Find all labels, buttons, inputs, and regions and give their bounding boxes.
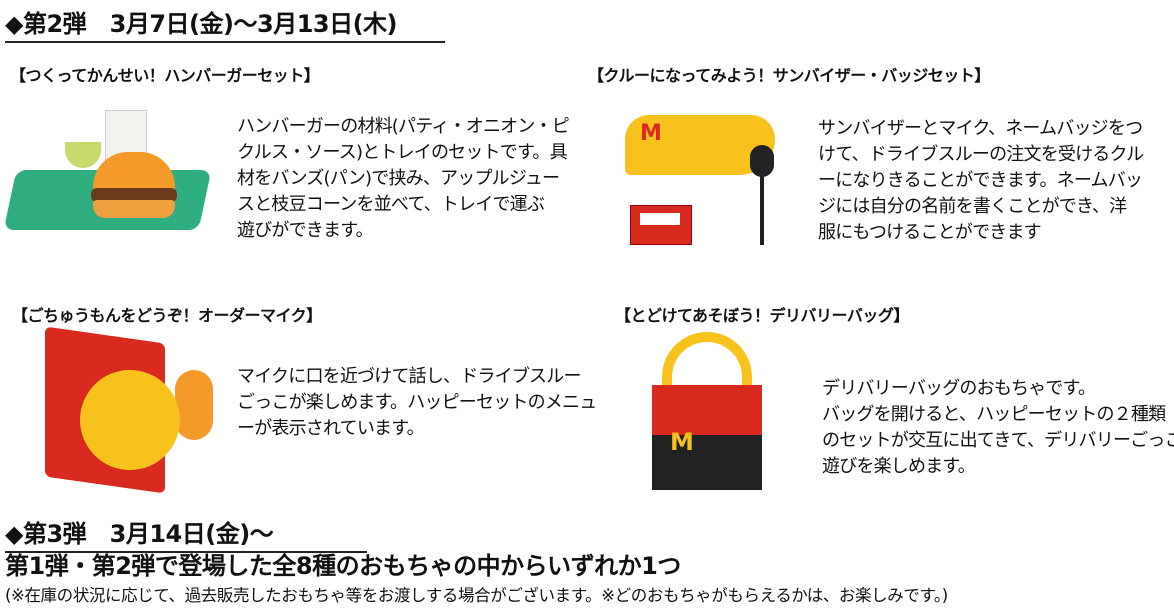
order-mic-image bbox=[40, 326, 215, 494]
item-title-hamburger-set: 【つくってかんせい！ハンバーガーセット】 bbox=[10, 66, 320, 85]
section2-heading: ◆第2弾 3月7日(金)～3月13日(木) bbox=[5, 4, 445, 43]
item-desc-sun-visor-set: サンバイザーとマイク、ネームバッジをつけて、ドライブスルーの注文を受けるクルーに… bbox=[818, 118, 1144, 243]
sun-visor-badge-image: M bbox=[610, 105, 800, 255]
item-title-sun-visor-set: 【クルーになってみよう！サンバイザー・バッジセット】 bbox=[588, 66, 990, 85]
item-desc-hamburger-set: ハンバーガーの材料(パティ・オニオン・ピクルス・ソース)とトレイのセットです。具… bbox=[237, 116, 570, 241]
section3-note: (※在庫の状況に応じて、過去販売したおもちゃ等をお渡しする場合がございます。※ど… bbox=[5, 586, 948, 605]
item-desc-order-mic: マイクに口を近づけて話し、ドライブスルーごっこが楽しめます。ハッピーセットのメニ… bbox=[237, 366, 597, 439]
hamburger-set-image bbox=[3, 100, 212, 260]
item-title-order-mic: 【ごちゅうもんをどうぞ！オーダーマイク】 bbox=[12, 306, 322, 325]
delivery-bag-image: M bbox=[640, 330, 775, 495]
item-desc-delivery-bag: デリバリーバッグのおもちゃです。バッグを開けると、ハッピーセットの２種類のセット… bbox=[822, 378, 1174, 477]
item-title-delivery-bag: 【とどけてあそぼう！デリバリーバッグ】 bbox=[615, 306, 909, 325]
section3-heading: ◆第3弾 3月14日(金)～ bbox=[5, 514, 367, 553]
section3-subheading: 第1弾・第2弾で登場した全8種のおもちゃの中からいずれか1つ bbox=[5, 552, 681, 580]
